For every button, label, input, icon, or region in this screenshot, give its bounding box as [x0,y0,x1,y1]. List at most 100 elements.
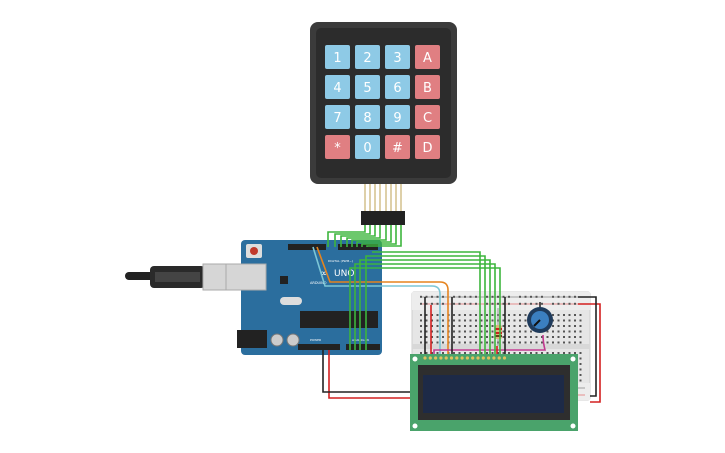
hole [546,352,549,354]
digital-header-left [288,244,326,250]
key-label: 5 [363,81,371,96]
hole [475,319,477,322]
key-A[interactable]: A [415,45,440,69]
hole [552,352,554,354]
wire-red [328,350,412,399]
key-5[interactable]: 5 [355,75,380,99]
wire-green [361,225,397,247]
key-2[interactable]: 2 [355,45,380,69]
hole [535,352,538,354]
hole [425,314,428,316]
hole [475,295,477,298]
hole [491,330,494,333]
hole [546,330,549,333]
hole [508,330,510,333]
key-6[interactable]: 6 [385,75,410,99]
lcd-pin [476,356,480,360]
potentiometer[interactable] [527,302,553,333]
key-9[interactable]: 9 [385,105,410,129]
hole [464,336,466,338]
lcd-pin [460,356,464,360]
hole [502,319,505,322]
hole [502,341,505,344]
hole [420,336,422,338]
key-star[interactable]: * [325,135,350,159]
hole [557,314,560,316]
keypad-connector [361,211,405,225]
hole [453,336,455,338]
wire-green [327,225,366,247]
hole [431,341,433,344]
hole [425,336,428,338]
hole [431,352,433,354]
key-C[interactable]: C [415,105,440,129]
key-4[interactable]: 4 [325,75,350,99]
hole [425,295,428,298]
hole [420,341,422,344]
hole [552,336,554,338]
key-0[interactable]: 0 [355,135,380,159]
key-hash[interactable]: # [385,135,410,159]
hole [442,352,444,354]
wire-green [359,259,491,358]
hole [535,302,538,305]
hole [513,352,516,354]
hole [579,368,582,371]
key-8[interactable]: 8 [355,105,380,129]
hole [568,302,571,305]
hole [431,330,433,333]
hole [469,341,472,344]
key-1[interactable]: 1 [325,45,350,69]
hole [524,319,527,322]
lcd-pins [423,356,507,360]
key-3[interactable]: 3 [385,45,410,69]
lcd-16x2[interactable] [410,354,578,431]
hole [464,295,466,298]
key-label: 0 [363,141,371,156]
lcd-pin [428,356,432,360]
key-7[interactable]: 7 [325,105,350,129]
hole [436,295,439,298]
lcd-pin [497,356,501,360]
hole [579,363,582,365]
hole [486,330,488,333]
key-B[interactable]: B [415,75,440,99]
hole [425,330,428,333]
usb-cable[interactable] [125,263,244,291]
hole [508,319,510,322]
hole [568,325,571,327]
hole [469,330,472,333]
hole [519,352,521,354]
hole [552,319,554,322]
hole [574,325,576,327]
hole [497,295,499,298]
hole [524,336,527,338]
hole [541,302,543,305]
hole [425,319,428,322]
key-D[interactable]: D [415,135,440,159]
hole [469,314,472,316]
hole [475,325,477,327]
hole [431,319,433,322]
hole [524,330,527,333]
hole [453,341,455,344]
hole [431,314,433,316]
wire-orange [316,246,449,358]
hole [453,302,455,305]
hole [519,325,521,327]
arduino-uno[interactable]: ∞ UNO ARDUINO DIGITAL (PWM~) POWER ANALO… [225,240,382,355]
reset-button[interactable] [250,247,258,255]
brand-label: ARDUINO [310,281,327,285]
hole [579,379,582,382]
hole [480,314,483,316]
hole [552,302,554,305]
lcd-pin [502,356,507,360]
hole [486,325,488,327]
wires[interactable] [312,225,601,403]
hole [530,302,532,305]
hole [568,341,571,344]
lcd-pin [455,356,459,360]
hole [486,302,488,305]
